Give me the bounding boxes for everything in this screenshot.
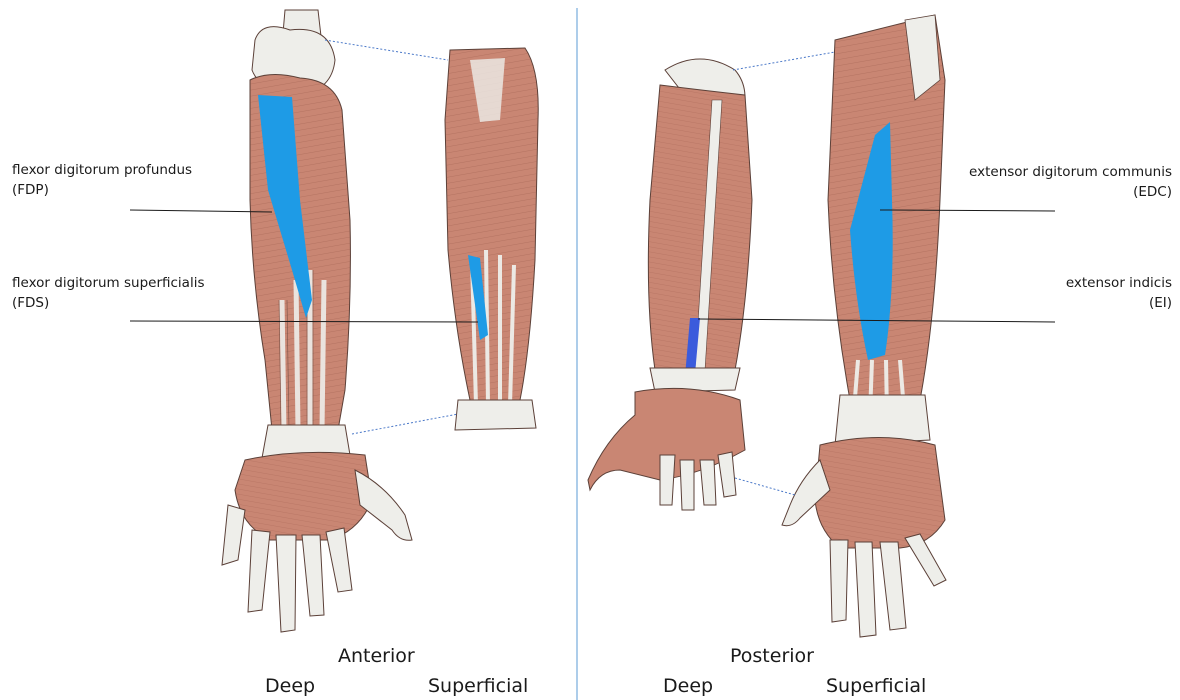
ei-label-name: extensor indicis — [1066, 273, 1172, 293]
anterior-superficial-forearm — [445, 48, 538, 430]
ei-label-abbr: (EI) — [1066, 293, 1172, 313]
fdp-label-name: flexor digitorum profundus — [12, 160, 192, 180]
fds-label-abbr: (FDS) — [12, 293, 205, 313]
anterior-superficial-caption: Superficial — [428, 674, 528, 698]
anterior-title: Anterior — [338, 644, 415, 668]
edc-label: extensor digitorum communis (EDC) — [969, 162, 1172, 202]
edc-label-abbr: (EDC) — [969, 182, 1172, 202]
fdp-label-abbr: (FDP) — [12, 180, 192, 200]
posterior-title: Posterior — [730, 644, 814, 668]
posterior-deep-caption: Deep — [663, 674, 713, 698]
posterior-superficial-caption: Superficial — [826, 674, 926, 698]
anterior-deep-caption: Deep — [265, 674, 315, 698]
fdp-label: flexor digitorum profundus (FDP) — [12, 160, 192, 200]
fds-leader-line — [130, 321, 478, 322]
posterior-superficial-forearm — [782, 15, 946, 637]
fds-label-name: flexor digitorum superficialis — [12, 273, 205, 293]
edc-label-name: extensor digitorum communis — [969, 162, 1172, 182]
ei-label: extensor indicis (EI) — [1066, 273, 1172, 313]
fds-label: flexor digitorum superficialis (FDS) — [12, 273, 205, 313]
posterior-deep-forearm — [588, 59, 752, 510]
dotted-connectors — [325, 40, 835, 495]
